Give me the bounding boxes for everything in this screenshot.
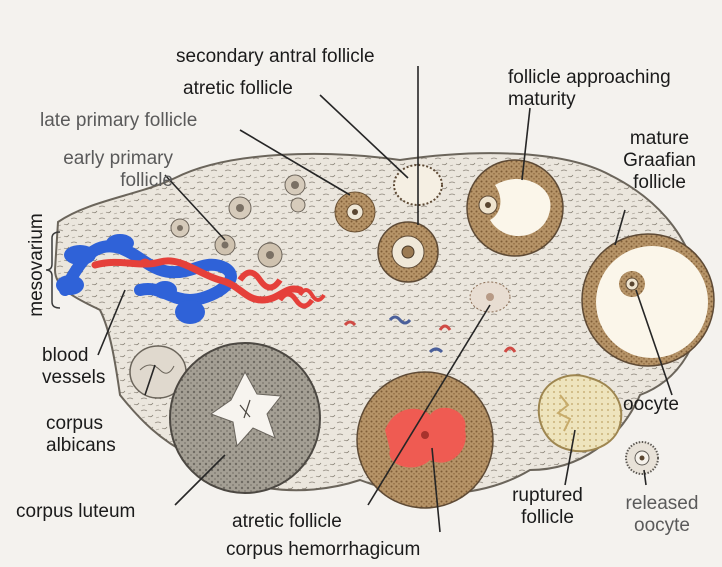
label-follicle-approaching-line2: maturity [508,89,671,111]
label-atretic-follicle-bottom: atretic follicle [232,511,342,533]
ruptured-follicle [539,375,622,451]
label-ruptured-line1: ruptured [495,485,600,507]
mature-graafian-follicle [582,234,714,366]
label-early-primary-follicle: early primary follicle [38,148,173,192]
label-mature-graafian-line1: mature [612,128,707,150]
label-early-primary-line1: early primary [38,148,173,170]
label-early-primary-line2: follicle [38,170,173,192]
follicle-approaching-maturity [467,160,563,256]
label-ruptured-follicle: ruptured follicle [495,485,600,529]
label-corpus-albicans-line1: corpus [46,413,116,435]
atretic-follicle-small [470,282,510,312]
label-blood-vessels: blood vessels [42,345,105,389]
label-secondary-antral-follicle: secondary antral follicle [176,46,375,68]
label-follicle-approaching-line1: follicle approaching [508,67,671,89]
late-primary-follicle [335,192,375,232]
corpus-hemorrhagicum [357,372,493,508]
label-ruptured-line2: follicle [495,507,600,529]
label-mature-graafian-line3: follicle [612,172,707,194]
label-corpus-luteum: corpus luteum [16,501,135,523]
label-corpus-albicans-line2: albicans [46,435,116,457]
label-mesovarium: mesovarium [26,213,48,316]
corpus-luteum [170,343,320,493]
label-follicle-approaching-maturity: follicle approaching maturity [508,67,671,111]
label-mesovarium-wrap: mesovarium [26,200,48,330]
label-late-primary-follicle: late primary follicle [40,110,197,132]
released-oocyte [626,442,658,474]
label-mature-graafian-line2: Graafian [612,150,707,172]
label-released-line2: oocyte [612,515,712,537]
label-atretic-follicle-top: atretic follicle [183,78,293,100]
label-released-line1: released [612,493,712,515]
label-corpus-hemorrhagicum: corpus hemorrhagicum [226,539,420,561]
label-blood-vessels-line1: blood [42,345,105,367]
label-oocyte: oocyte [623,394,679,416]
label-mature-graafian-follicle: mature Graafian follicle [612,128,707,194]
label-corpus-albicans: corpus albicans [46,413,116,457]
label-released-oocyte: released oocyte [612,493,712,537]
secondary-antral-follicle [378,222,438,282]
label-blood-vessels-line2: vessels [42,367,105,389]
